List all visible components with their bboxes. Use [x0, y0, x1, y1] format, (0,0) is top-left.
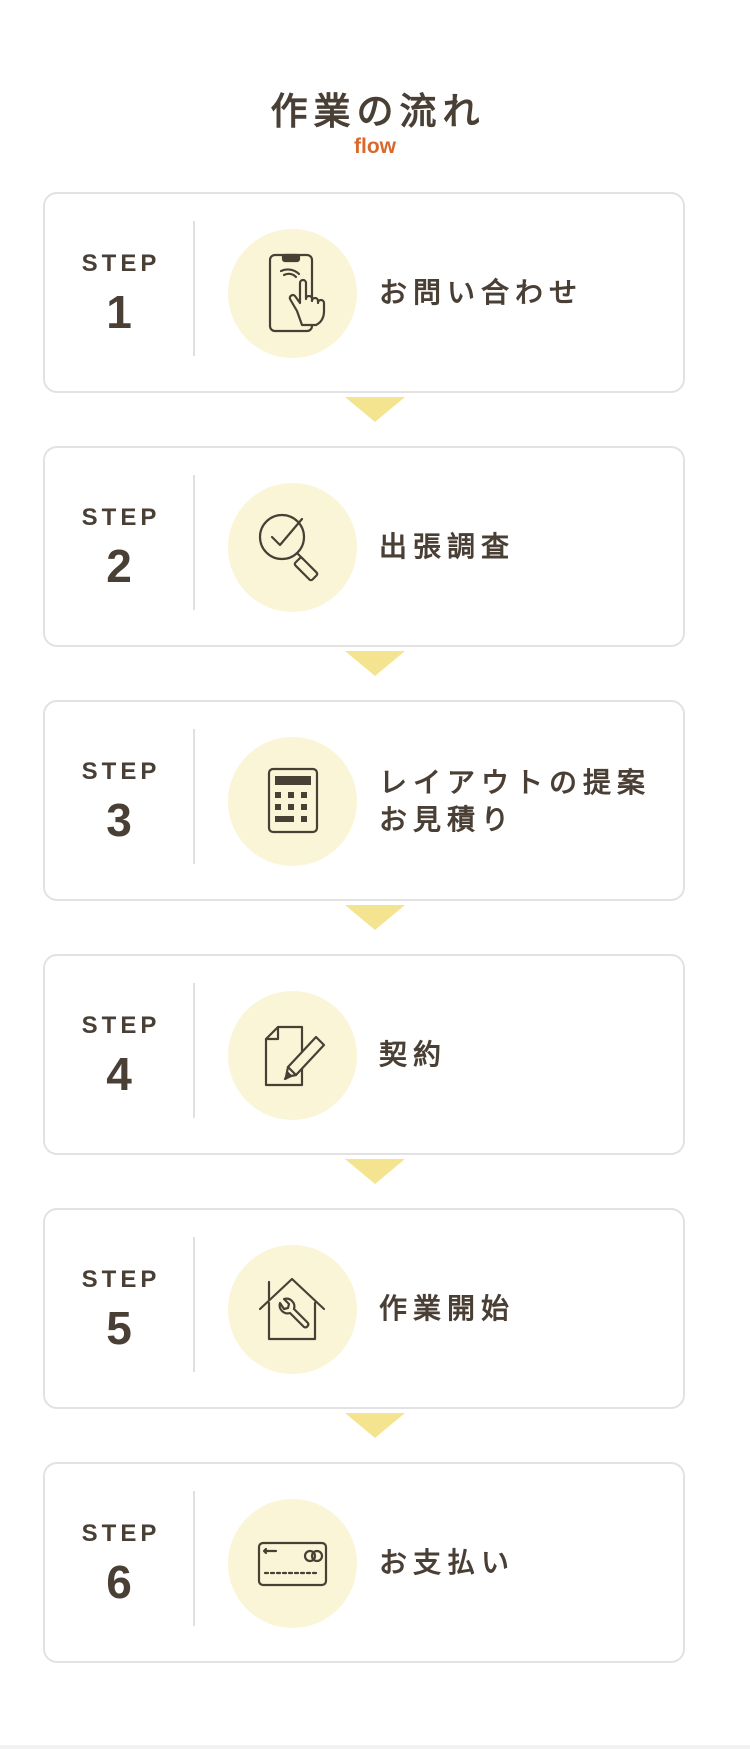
step-label: STEP — [81, 504, 161, 531]
step-divider — [193, 221, 195, 356]
step-arrow — [345, 651, 405, 676]
step-divider — [193, 475, 195, 610]
step-divider — [193, 729, 195, 864]
step-card-1: STEP 1 お問い合わせ — [43, 192, 685, 393]
step-label: STEP — [81, 1520, 161, 1547]
magnifier-check-icon — [258, 513, 319, 582]
document-pen-icon — [264, 1025, 326, 1087]
step-title: お問い合わせ — [379, 276, 584, 309]
smartphone-touch-icon — [268, 253, 326, 333]
page-subtitle: flow — [354, 135, 396, 158]
step-number: 6 — [106, 1556, 132, 1608]
step-label: STEP — [81, 250, 161, 277]
step-arrow — [345, 1159, 405, 1184]
step-card-3: STEP 3 レイアウトの提案 お見積り — [43, 700, 685, 901]
step-icon-circle — [228, 1499, 357, 1628]
step-icon-circle — [228, 737, 357, 866]
step-card-4: STEP 4 契約 — [43, 954, 685, 1155]
step-card-5: STEP 5 作業開始 — [43, 1208, 685, 1409]
step-card-6: STEP 6 お支払い — [43, 1462, 685, 1663]
step-label: STEP — [81, 1012, 161, 1039]
house-wrench-icon — [258, 1277, 326, 1341]
step-icon-circle — [228, 991, 357, 1120]
calculator-icon — [267, 767, 319, 834]
step-title: 契約 — [379, 1038, 448, 1071]
step-divider — [193, 983, 195, 1118]
step-title: レイアウトの提案 お見積り — [379, 765, 652, 836]
step-number: 3 — [106, 794, 132, 846]
step-label: STEP — [81, 1266, 161, 1293]
step-label: STEP — [81, 758, 161, 785]
step-number: 5 — [106, 1302, 132, 1354]
page-title: 作業の流れ — [270, 90, 486, 133]
credit-card-icon — [257, 1541, 328, 1587]
step-arrow — [345, 1413, 405, 1438]
step-number: 1 — [106, 286, 132, 338]
section-header: 作業の流れ flow — [0, 86, 750, 160]
step-number: 2 — [106, 540, 132, 592]
step-divider — [193, 1237, 195, 1372]
step-arrow — [345, 905, 405, 930]
step-icon-circle — [228, 483, 357, 612]
footer-divider — [0, 1745, 750, 1749]
step-number: 4 — [106, 1048, 132, 1100]
step-title: お支払い — [379, 1546, 516, 1579]
step-card-2: STEP 2 出張調査 — [43, 446, 685, 647]
step-arrow — [345, 397, 405, 422]
step-icon-circle — [228, 229, 357, 358]
step-title: 出張調査 — [379, 530, 516, 563]
step-icon-circle — [228, 1245, 357, 1374]
step-divider — [193, 1491, 195, 1626]
step-title: 作業開始 — [379, 1292, 516, 1325]
